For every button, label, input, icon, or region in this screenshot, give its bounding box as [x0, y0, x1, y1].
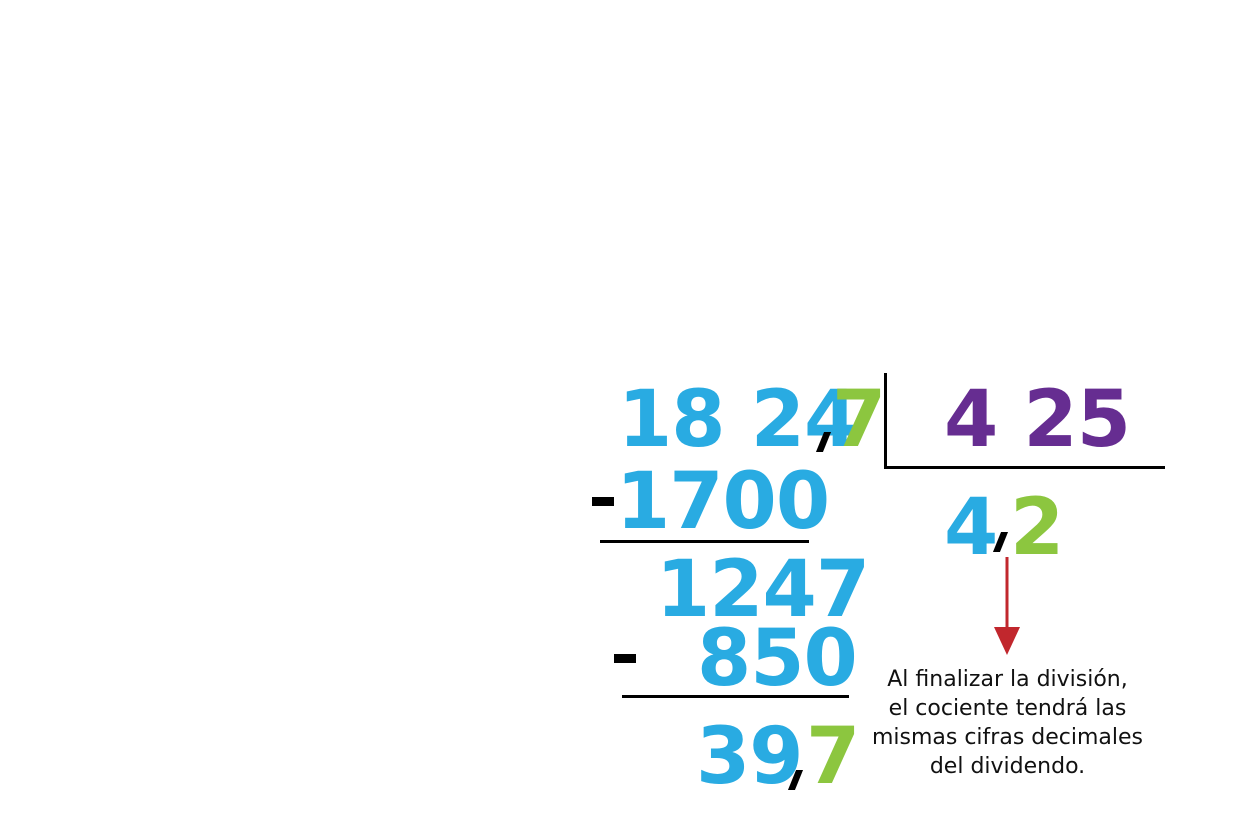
down-arrow-icon: [994, 557, 1020, 655]
subtraction-line-1: [600, 540, 809, 543]
final-remainder-decimal: 7: [806, 712, 860, 802]
quotient-integer: 4: [944, 483, 998, 573]
note-line: Al finalizar la división,: [887, 667, 1128, 692]
divisor: 4 25: [944, 375, 1131, 465]
note-line: mismas cifras decimales: [871, 725, 1144, 750]
minus-sign-2: [614, 654, 636, 663]
explanation-note: Al finalizar la división, el cociente te…: [855, 665, 1160, 781]
subtrahend-1: 1700: [616, 457, 830, 547]
subtrahend-2: 850: [697, 614, 858, 704]
note-line: del dividendo.: [929, 754, 1086, 779]
division-bracket-vertical: [884, 373, 887, 469]
note-line: el cociente tendrá las: [888, 696, 1127, 721]
dividend-integer: 18 24: [618, 375, 858, 465]
subtraction-line-2: [622, 695, 849, 698]
final-remainder-integer: 39: [696, 712, 804, 802]
dividend-decimal: 7: [832, 375, 886, 465]
quotient-decimal: 2: [1010, 483, 1064, 573]
minus-sign-1: [592, 497, 614, 506]
remainder-1: 1247: [656, 545, 870, 635]
division-bracket-horizontal: [884, 466, 1165, 469]
